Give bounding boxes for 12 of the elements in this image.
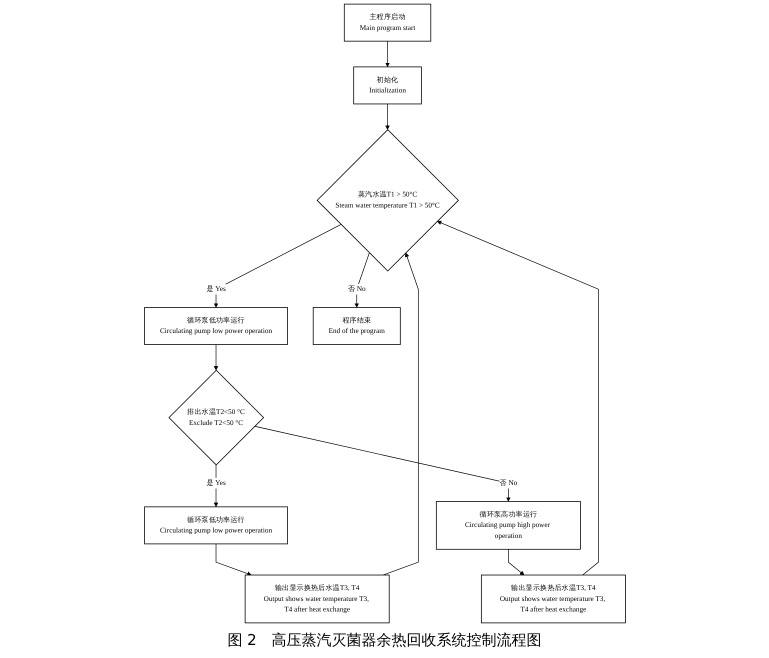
figure-caption: 图 2 高压蒸汽灭菌器余热回收系统控制流程图 (227, 631, 542, 650)
arrow (436, 220, 598, 576)
arrow (213, 464, 218, 508)
arrow (354, 252, 370, 308)
arrow (384, 104, 390, 130)
arrow (508, 548, 524, 576)
arrow (213, 224, 341, 308)
arrow (382, 252, 418, 576)
arrow (254, 426, 510, 502)
arrow (213, 344, 218, 370)
arrow (384, 40, 390, 68)
arrow (215, 544, 252, 576)
